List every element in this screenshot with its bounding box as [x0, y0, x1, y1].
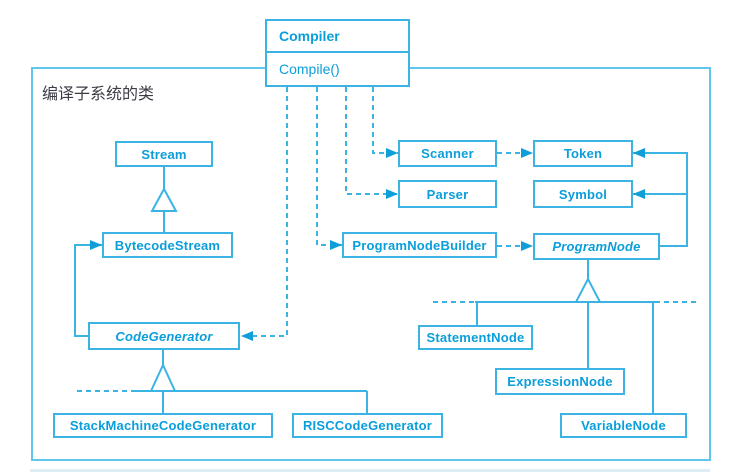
inheritance-triangle-codegenerator [149, 362, 177, 392]
inheritance-triangle-programnode [574, 276, 602, 303]
compiler-class-name: Compiler [267, 21, 408, 53]
subsystem-label: 编译子系统的类 [42, 86, 155, 103]
inheritance-edge-bytecodestream-stream [150, 167, 178, 232]
class-box-stream: Stream [115, 141, 213, 167]
class-box-programnodebuilder: ProgramNodeBuilder [342, 232, 497, 258]
class-box-symbol: Symbol [533, 180, 633, 208]
class-box-scanner: Scanner [398, 140, 497, 167]
dependency-edge-compiler-scanner [372, 87, 398, 158]
dependency-edge-compiler-programnodebuilder [316, 87, 342, 250]
class-box-expressionnode: ExpressionNode [495, 368, 625, 395]
scan-artifact-line [30, 469, 710, 472]
inheritance-triangle-stream [150, 186, 178, 212]
dependency-edge-compiler-parser [345, 87, 398, 199]
class-box-stackmachinecodegenerator: StackMachineCodeGenerator [53, 413, 273, 438]
subsystem-border [31, 67, 711, 461]
inheritance-edges-programnode-subclasses [433, 260, 698, 413]
class-box-variablenode: VariableNode [560, 413, 687, 438]
compiler-operation: Compile() [279, 61, 340, 77]
class-box-statementnode: StatementNode [418, 325, 533, 350]
association-edge-programnode-token [633, 148, 688, 247]
class-box-compiler: Compiler Compile() [265, 19, 410, 87]
class-box-codegenerator: CodeGenerator [88, 322, 240, 350]
dependency-edge-compiler-codegenerator [241, 87, 288, 341]
inheritance-edges-codegenerator-subclasses [77, 350, 368, 413]
class-box-bytecodestream: BytecodeStream [102, 232, 233, 258]
class-box-token: Token [533, 140, 633, 167]
association-edge-codegenerator-bytecodestream [74, 240, 102, 337]
class-box-programnode: ProgramNode [533, 233, 660, 260]
class-box-risccodegenerator: RISCCodeGenerator [292, 413, 443, 438]
class-box-parser: Parser [398, 180, 497, 208]
